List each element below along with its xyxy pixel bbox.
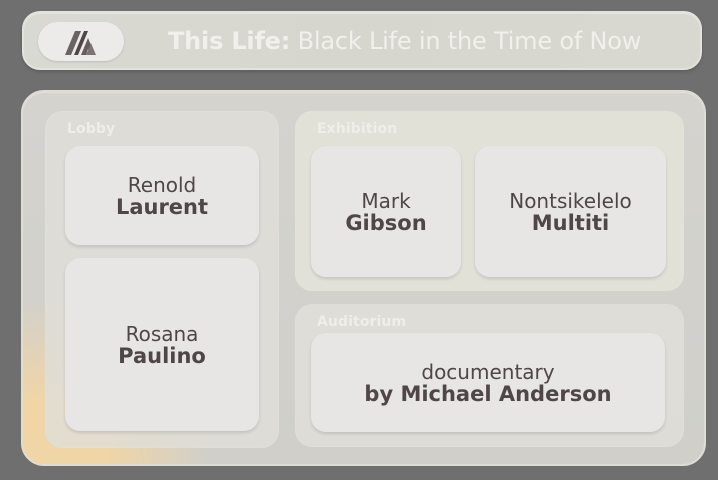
card-title-line2: by Michael Anderson xyxy=(364,381,612,406)
page-title: This Life: Black Life in the Time of Now xyxy=(168,26,641,56)
card-title-line2: Laurent xyxy=(115,194,209,219)
card-title-line1: documentary xyxy=(421,359,555,384)
page-title-strong: This Life: xyxy=(168,27,291,55)
page-title-rest: Black Life in the Time of Now xyxy=(290,27,642,55)
lobby-label: Lobby xyxy=(67,121,116,137)
card-title-line1: Mark xyxy=(361,188,411,213)
card-renold-laurent[interactable]: Renold Laurent xyxy=(65,146,259,245)
auditorium-label: Auditorium xyxy=(317,314,407,330)
header-bar: This Life: Black Life in the Time of Now xyxy=(22,11,702,70)
card-nontsikelelo-multiti[interactable]: Nontsikelelo Multiti xyxy=(475,146,666,277)
card-title-line1: Renold xyxy=(127,172,197,197)
card-documentary[interactable]: documentary by Michael Anderson xyxy=(311,333,665,432)
card-title-line2: Multiti xyxy=(531,210,610,235)
exhibition-label: Exhibition xyxy=(317,121,398,137)
logo-icon xyxy=(65,30,96,55)
main-panel: Lobby Exhibition Auditorium Renold Laure… xyxy=(21,90,706,466)
logo-button[interactable] xyxy=(38,22,124,61)
card-title-line2: Gibson xyxy=(345,210,427,235)
card-title-line1: Rosana xyxy=(125,321,199,346)
card-title-line1: Nontsikelelo xyxy=(509,188,632,213)
card-rosana-paulino[interactable]: Rosana Paulino xyxy=(65,258,259,431)
card-title-line2: Paulino xyxy=(118,343,206,368)
card-mark-gibson[interactable]: Mark Gibson xyxy=(311,146,461,277)
